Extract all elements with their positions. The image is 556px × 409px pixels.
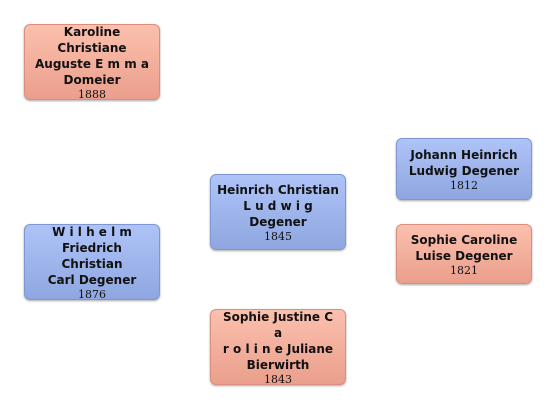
person-year: 1845 (264, 229, 292, 243)
person-card-karoline[interactable]: Karoline Christiane Auguste E m m a Dome… (24, 24, 160, 101)
person-name-line: Domeier (63, 72, 121, 87)
person-name-line: Heinrich Christian (217, 182, 339, 197)
person-name-line: r o l i n e Juliane (222, 341, 334, 356)
person-name-line: Luise Degener (415, 248, 513, 263)
person-name-line: Johann Heinrich (410, 147, 518, 162)
person-name-line: W i l h e l m (52, 224, 132, 239)
person-name-line: Friedrich Christian (61, 240, 123, 271)
person-card-sophie-caroline[interactable]: Sophie Caroline Luise Degener 1821 (396, 224, 532, 284)
person-year: 1812 (450, 178, 478, 192)
person-card-johann[interactable]: Johann Heinrich Ludwig Degener 1812 (396, 138, 532, 200)
person-name-line: Sophie Caroline (410, 232, 518, 247)
person-name-line: Sophie Justine C a (222, 309, 334, 340)
person-name-line: Karoline Christiane (57, 24, 127, 55)
person-year: 1888 (78, 87, 106, 101)
person-name-line: Ludwig Degener (408, 163, 520, 178)
person-year: 1843 (264, 372, 292, 386)
person-name-line: Auguste E m m a (35, 56, 149, 71)
person-year: 1821 (450, 263, 478, 277)
person-card-heinrich[interactable]: Heinrich Christian L u d w i g Degener 1… (210, 174, 346, 250)
person-name-line: L u d w i g (243, 198, 313, 213)
person-name-line: Bierwirth (246, 357, 310, 372)
person-year: 1876 (78, 287, 106, 301)
person-card-wilhelm[interactable]: W i l h e l m Friedrich Christian Carl D… (24, 224, 160, 301)
person-name-line: Degener (249, 214, 307, 229)
person-card-sophie-justine[interactable]: Sophie Justine C a r o l i n e Juliane B… (210, 309, 346, 386)
person-name-line: Carl Degener (47, 272, 137, 287)
